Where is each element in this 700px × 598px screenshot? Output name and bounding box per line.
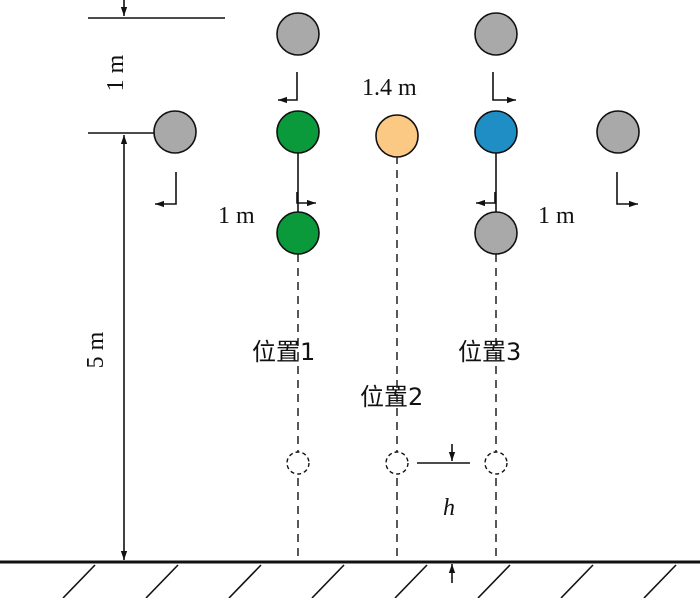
ball-green-upper: [276, 110, 320, 154]
ground-hatching: [62, 564, 677, 598]
offset-arrow-top-right: [492, 72, 516, 104]
ball-gray-top-right: [474, 12, 518, 56]
height-dimension-label: 5 m: [83, 331, 109, 368]
offset-arrow-side-right: [616, 172, 638, 208]
offset-arrow-top-left: [278, 72, 298, 104]
ball-orange: [375, 114, 419, 158]
ghost-ball-pos2: [385, 451, 409, 475]
h-label: h: [443, 495, 455, 521]
ball-gray-far-right: [596, 110, 640, 154]
ball-gray-top-left: [276, 12, 320, 56]
ball-green-lower: [276, 211, 320, 255]
top-dimension-label: 1 m: [103, 54, 129, 91]
ghost-ball-pos3: [484, 451, 508, 475]
left-dimension-label: 1 m: [218, 203, 255, 229]
offset-arrow-lower-left: [296, 192, 316, 207]
position-1-label: 位置1: [252, 338, 315, 366]
right-dimension-label: 1 m: [538, 203, 575, 229]
ball-gray-far-left: [153, 110, 197, 154]
middle-dimension-label: 1.4 m: [362, 75, 417, 101]
ghost-ball-pos1: [286, 451, 310, 475]
offset-arrow-lower-right: [476, 192, 496, 207]
position-3-label: 位置3: [458, 338, 521, 366]
offset-arrow-side-left: [155, 172, 177, 208]
position-2-label: 位置2: [360, 383, 423, 411]
drop-lines: [297, 156, 497, 562]
ball-blue: [474, 110, 518, 154]
ball-gray-lower-right: [474, 211, 518, 255]
